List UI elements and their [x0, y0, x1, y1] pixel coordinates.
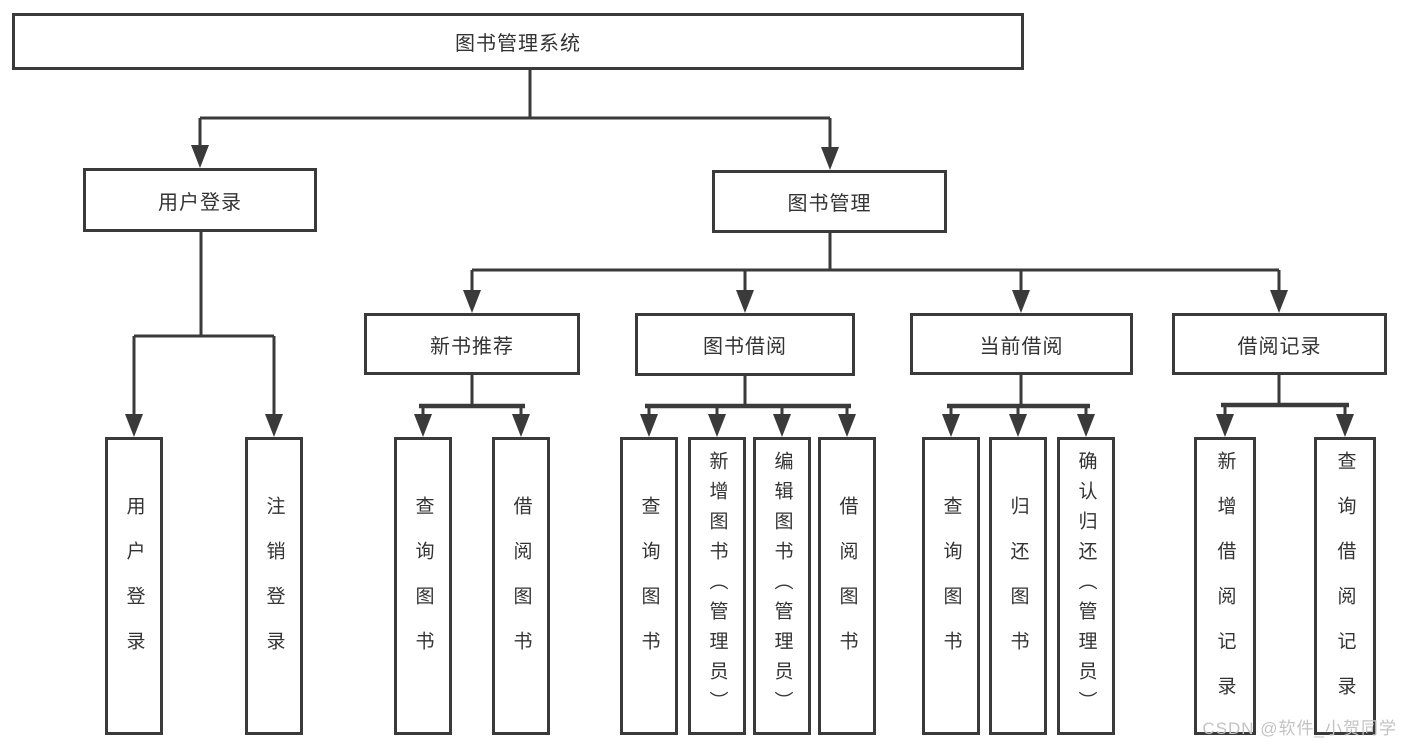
node-book-management-label: 图书管理	[787, 193, 872, 215]
node-root: 图书管理系统	[12, 13, 1024, 70]
leaf-user-login-label: 用户登录	[123, 496, 145, 676]
node-user-login-label: 用户登录	[158, 191, 242, 214]
leaf-borrow-books-borrow: 借阅图书	[818, 437, 876, 735]
leaf-confirm-return-admin: 确认归还（管理员）	[1057, 437, 1115, 735]
leaf-edit-book-admin: 编辑图书（管理员）	[753, 437, 811, 735]
leaf-query-books-borrow: 查询图书	[620, 437, 678, 735]
node-user-login: 用户登录	[83, 168, 317, 232]
leaf-return-book-label: 归还图书	[1007, 496, 1029, 676]
node-new-book-recommend-label: 新书推荐	[430, 335, 514, 358]
leaf-user-login: 用户登录	[105, 437, 163, 735]
node-new-book-recommend: 新书推荐	[364, 313, 580, 375]
leaf-return-book: 归还图书	[989, 437, 1047, 735]
leaf-query-books-borrow-label: 查询图书	[638, 496, 660, 676]
node-book-management: 图书管理	[712, 170, 947, 233]
node-book-borrow: 图书借阅	[635, 313, 855, 376]
leaf-add-book-admin: 新增图书（管理员）	[688, 437, 746, 735]
node-book-borrow-label: 图书借阅	[703, 336, 787, 358]
leaf-query-books-current-label: 查询图书	[940, 496, 962, 676]
leaf-add-borrow-record-label: 新增借阅记录	[1214, 451, 1236, 721]
node-root-label: 图书管理系统	[455, 33, 581, 55]
leaf-confirm-return-admin-label: 确认归还（管理员）	[1075, 451, 1097, 721]
node-current-borrow-label: 当前借阅	[979, 335, 1064, 358]
leaf-query-books-recommend-label: 查询图书	[412, 496, 434, 676]
leaf-borrow-books-recommend: 借阅图书	[492, 437, 550, 735]
leaf-query-books-current: 查询图书	[922, 437, 980, 735]
watermark: CSDN @软件_小贺同学	[1202, 719, 1397, 738]
leaf-borrow-books-recommend-label: 借阅图书	[510, 496, 532, 676]
node-current-borrow: 当前借阅	[910, 313, 1133, 375]
leaf-borrow-books-borrow-label: 借阅图书	[836, 496, 858, 676]
leaf-query-borrow-record-label: 查询借阅记录	[1334, 451, 1356, 721]
node-borrow-records-label: 借阅记录	[1237, 335, 1322, 358]
leaf-add-borrow-record: 新增借阅记录	[1194, 437, 1256, 735]
leaf-query-books-recommend: 查询图书	[394, 437, 452, 735]
leaf-query-borrow-record: 查询借阅记录	[1314, 437, 1376, 735]
leaf-logout: 注销登录	[245, 437, 303, 735]
node-borrow-records: 借阅记录	[1172, 313, 1387, 375]
leaf-edit-book-admin-label: 编辑图书（管理员）	[771, 451, 793, 721]
leaf-add-book-admin-label: 新增图书（管理员）	[706, 451, 728, 721]
leaf-logout-label: 注销登录	[263, 496, 285, 676]
